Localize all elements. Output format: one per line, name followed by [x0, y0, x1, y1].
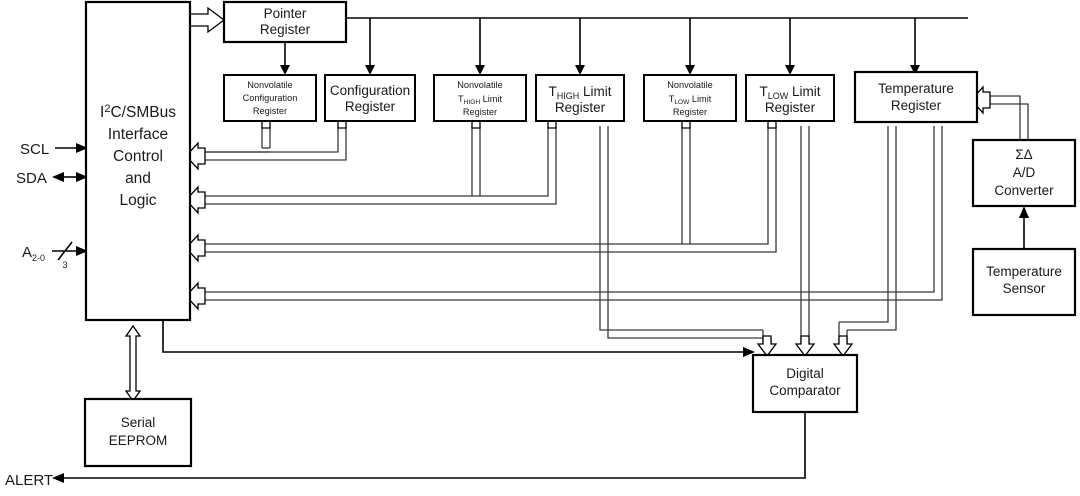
nv-tlow-label-t: T — [669, 94, 675, 104]
interface-label-line4: and — [125, 170, 151, 187]
registers-to-comparator-bus — [599, 126, 897, 358]
interface-eeprom-bus — [124, 324, 142, 403]
nv-tlow-label-line1: Nonvolatile — [667, 80, 712, 90]
block-nonvolatile-configuration-register[interactable]: Nonvolatile Configuration Register — [223, 74, 317, 122]
block-temperature-register[interactable]: Temperature Register — [853, 70, 979, 124]
pointer-register-label-line2: Register — [260, 22, 311, 37]
address-bus-width-label: 3 — [62, 260, 67, 270]
block-adc[interactable]: ΣΔ A/D Converter — [971, 138, 1077, 208]
pointer-fanout-bus — [280, 17, 968, 75]
interface-label-line2: Interface — [108, 126, 168, 143]
nv-thigh-label-sub: HIGH — [464, 99, 481, 106]
nv-config-label-line3: Register — [253, 106, 287, 116]
tlow-label-limit: Limit — [788, 84, 821, 99]
bus-thigh-registers — [185, 109, 563, 215]
svg-text:TLOW Limit: TLOW Limit — [669, 94, 712, 106]
block-nonvolatile-tlow-limit-register[interactable]: Nonvolatile TLOW Limit Register — [643, 74, 737, 122]
alert-pin-label: ALERT — [5, 472, 53, 489]
block-temperature-sensor[interactable]: Temperature Sensor — [971, 247, 1077, 317]
block-configuration-register[interactable]: Configuration Register — [324, 74, 416, 122]
tlow-label-line2: Register — [765, 100, 816, 115]
bus-tlow-registers — [185, 109, 783, 263]
interface-to-comparator-wire — [162, 320, 755, 357]
sda-pin-wire — [52, 172, 88, 182]
svg-text:I2C/SMBus: I2C/SMBus — [100, 103, 176, 121]
adc-to-temp-register-bus — [970, 85, 1029, 140]
eeprom-label-line1: Serial — [121, 415, 156, 430]
tlow-label-t: T — [759, 84, 767, 99]
thigh-label-sub: HIGH — [557, 91, 580, 101]
thigh-label-t: T — [548, 84, 556, 99]
nv-tlow-label-sub: LOW — [674, 99, 690, 106]
svg-text:THIGH Limit: THIGH Limit — [458, 94, 503, 106]
block-interface-control-logic[interactable]: I2C/SMBus Interface Control and Logic — [84, 0, 192, 322]
interface-label-line1a: I — [100, 104, 104, 121]
block-digital-comparator[interactable]: Digital Comparator — [751, 353, 859, 414]
config-label-line1: Configuration — [330, 83, 410, 98]
nv-config-label-line1: Nonvolatile — [247, 80, 292, 90]
svg-text:TLOW Limit: TLOW Limit — [759, 84, 820, 101]
sda-pin-label: SDA — [16, 170, 47, 187]
nv-thigh-label-line3: Register — [463, 107, 497, 117]
thigh-label-limit: Limit — [579, 84, 612, 99]
comparator-label-line1: Digital — [786, 366, 824, 381]
temp-sensor-label-line1: Temperature — [986, 264, 1062, 279]
adc-label-line1: ΣΔ — [1015, 147, 1032, 162]
nv-tlow-label-limit: Limit — [689, 94, 711, 104]
eeprom-label-line2: EEPROM — [109, 433, 168, 448]
nv-config-label-line2: Configuration — [243, 93, 298, 103]
interface-label-superscript: 2 — [104, 103, 110, 115]
bus-temperature-register — [185, 126, 943, 311]
block-thigh-limit-register[interactable]: THIGH Limit Register — [535, 74, 625, 122]
block-pointer-register[interactable]: Pointer Register — [222, 0, 348, 44]
temp-register-label-line1: Temperature — [878, 81, 954, 96]
tlow-label-sub: LOW — [768, 91, 789, 101]
temp-register-label-line2: Register — [891, 98, 942, 113]
block-nonvolatile-thigh-limit-register[interactable]: Nonvolatile THIGH Limit Register — [433, 74, 527, 122]
comparator-to-alert-wire — [52, 412, 806, 483]
nv-thigh-label-line1: Nonvolatile — [457, 80, 502, 90]
block-tlow-limit-register[interactable]: TLOW Limit Register — [745, 74, 835, 122]
address-pin-label: A2-0 — [22, 244, 45, 263]
adc-label-line3: Converter — [994, 183, 1054, 198]
interface-label-line1b: C/SMBus — [110, 104, 176, 121]
temp-sensor-label-line2: Sensor — [1003, 281, 1046, 296]
thigh-label-line2: Register — [555, 100, 606, 115]
nv-tlow-label-line3: Register — [673, 107, 707, 117]
address-pin-wire — [52, 241, 88, 261]
address-pin-subscript: 2-0 — [32, 253, 45, 263]
interface-label-line5: Logic — [119, 192, 156, 209]
scl-pin-label: SCL — [20, 141, 49, 158]
nv-thigh-label-t: T — [458, 94, 464, 104]
adc-label-line2: A/D — [1013, 165, 1036, 180]
config-label-line2: Register — [345, 99, 396, 114]
sensor-to-adc-wire — [1019, 206, 1029, 249]
block-serial-eeprom[interactable]: Serial EEPROM — [83, 397, 193, 468]
scl-pin-wire — [55, 143, 88, 153]
nv-thigh-label-limit: Limit — [480, 94, 502, 104]
interface-to-pointer-arrow — [189, 6, 226, 34]
pointer-register-label-line1: Pointer — [264, 6, 307, 21]
svg-text:THIGH Limit: THIGH Limit — [548, 84, 611, 101]
interface-label-line3: Control — [113, 148, 163, 165]
comparator-label-line2: Comparator — [769, 383, 841, 398]
